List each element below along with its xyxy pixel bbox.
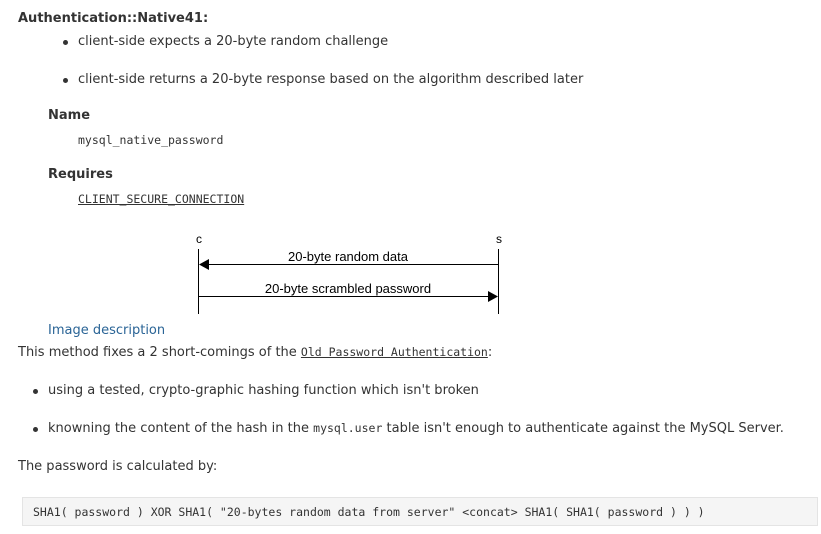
image-description-link[interactable]: Image description [48,323,166,338]
inline-code: mysql.user [313,421,383,435]
list-item-text: table isn't enough to authenticate again… [382,421,784,436]
paragraph-2: The password is calculated by: [18,459,218,474]
paragraph-1: This method fixes a 2 short-comings of t… [18,345,492,360]
code-text: SHA1( password ) XOR SHA1( "20-bytes ran… [33,505,705,519]
message-1: 20-byte random data [288,249,409,264]
bullet-dot [63,40,68,45]
bullet-dot [33,389,38,394]
sequence-diagram: c s 20-byte random data 20-byte scramble… [196,232,502,314]
list-item: client-side returns a 20-byte response b… [78,72,584,87]
bullet-dot [63,78,68,83]
list-item: knowning the content of the hash in the … [48,421,784,436]
arrow-head-right [488,291,498,302]
requires-label: Requires [48,167,113,182]
bullet-dot [33,427,38,432]
paragraph-1-colon: : [487,345,493,360]
paragraph-1-text: This method fixes a 2 short-comings of t… [18,345,301,360]
client-label: c [196,232,202,246]
name-label: Name [48,108,91,123]
message-2: 20-byte scrambled password [265,281,431,296]
list-item: client-side expects a 20-byte random cha… [78,34,389,49]
requires-link[interactable]: CLIENT_SECURE_CONNECTION [78,192,245,206]
code-block: SHA1( password ) XOR SHA1( "20-bytes ran… [22,497,818,526]
server-label: s [496,232,502,246]
old-password-auth-link[interactable]: Old Password Authentication [300,345,488,359]
list-item-text: knowning the content of the hash in the [48,421,314,436]
arrow-head-left [199,259,209,270]
section-heading: Authentication::Native41: [18,11,209,26]
list-item: using a tested, crypto-graphic hashing f… [48,383,479,398]
name-value: mysql_native_password [78,133,224,147]
